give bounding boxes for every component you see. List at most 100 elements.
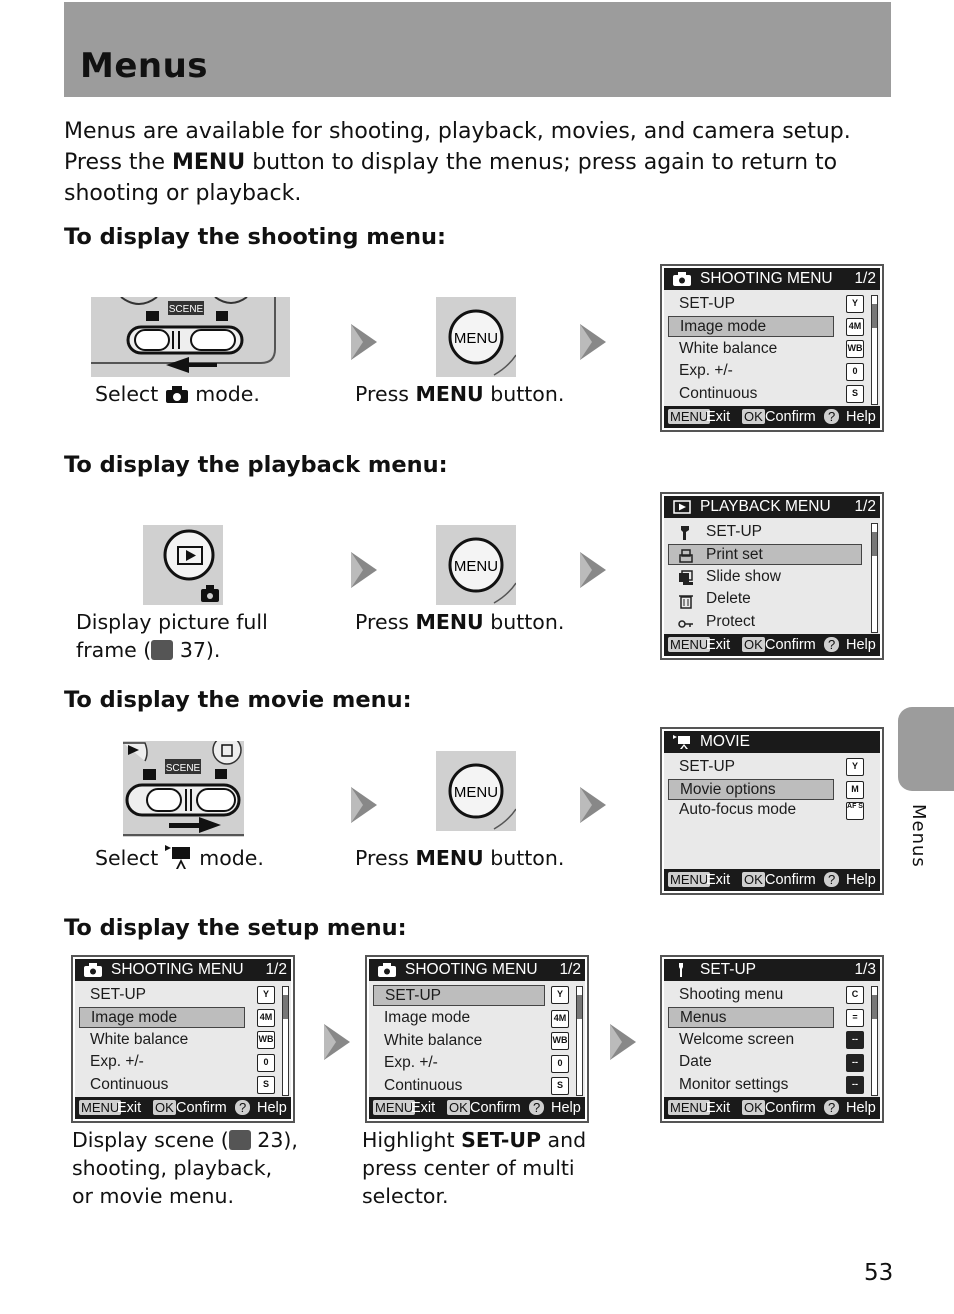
setup-heading: To display the setup menu: bbox=[64, 915, 407, 941]
shooting-caption-1: Select mode. bbox=[95, 382, 260, 406]
white-balance-icon: WB bbox=[551, 1032, 569, 1050]
arrow-right-icon bbox=[580, 787, 606, 823]
camera-icon bbox=[673, 272, 691, 286]
monitor-settings-icon: -- bbox=[846, 1076, 864, 1094]
exposure-icon: 0 bbox=[551, 1055, 569, 1073]
image-mode-icon: 4M bbox=[846, 318, 864, 336]
movie-switch-photo: SCENE bbox=[123, 735, 244, 837]
arrow-right-icon bbox=[324, 1024, 350, 1060]
continuous-icon: S bbox=[846, 385, 864, 403]
arrow-right-icon bbox=[580, 552, 606, 588]
setup-wrench-icon: Y bbox=[846, 295, 864, 313]
arrow-right-icon bbox=[610, 1024, 636, 1060]
playback-icon bbox=[673, 500, 691, 514]
svg-text:MENU: MENU bbox=[454, 784, 498, 801]
movie-options-icon: M bbox=[846, 781, 864, 799]
scrollbar[interactable] bbox=[576, 986, 583, 1096]
arrow-right-icon bbox=[351, 324, 377, 360]
movie-heading: To display the movie menu: bbox=[64, 687, 412, 713]
slide-show-icon bbox=[679, 570, 693, 585]
image-mode-icon: 4M bbox=[257, 1009, 275, 1027]
delete-icon bbox=[679, 595, 693, 609]
setup-wrench-icon: Y bbox=[846, 758, 864, 776]
setup-wrench-icon bbox=[679, 963, 683, 977]
menu-button-photo: MENU bbox=[436, 751, 517, 831]
page-number: 53 bbox=[864, 1260, 894, 1286]
title-bar bbox=[64, 2, 891, 97]
setup-caption-1: Display scene ( 23),shooting, playback,o… bbox=[72, 1128, 298, 1208]
menu-button-photo: MENU bbox=[436, 297, 517, 377]
date-icon: -- bbox=[846, 1054, 864, 1072]
section-tab-label: Menus bbox=[908, 804, 929, 868]
continuous-icon: S bbox=[551, 1077, 569, 1095]
intro-paragraph: Menus are available for shooting, playba… bbox=[64, 116, 890, 209]
svg-text:MENU: MENU bbox=[454, 558, 498, 575]
mode-switch-drawing: SCENE bbox=[91, 296, 276, 373]
intro-text: Menus are available for shooting, playba… bbox=[64, 119, 851, 175]
playback-caption-2: Press MENU button. bbox=[355, 610, 565, 634]
menu-button-photo: MENU bbox=[436, 525, 517, 605]
arrow-right-icon bbox=[351, 552, 377, 588]
page-title: Menus bbox=[80, 46, 209, 86]
white-balance-icon: WB bbox=[846, 340, 864, 358]
svg-text:MENU: MENU bbox=[454, 330, 498, 347]
scrollbar[interactable] bbox=[871, 295, 878, 405]
screen-header: MOVIE bbox=[664, 731, 880, 753]
scrollbar[interactable] bbox=[871, 986, 878, 1096]
shooting-caption-2: Press MENU button. bbox=[355, 382, 565, 406]
intro-menu-word: MENU bbox=[172, 150, 246, 175]
image-mode-icon: 4M bbox=[551, 1010, 569, 1028]
scene-label: SCENE bbox=[166, 763, 201, 774]
welcome-screen-icon: -- bbox=[846, 1031, 864, 1049]
white-balance-icon: WB bbox=[257, 1031, 275, 1049]
protect-key-icon bbox=[678, 620, 693, 628]
reference-eye-icon bbox=[151, 640, 174, 660]
print-icon bbox=[679, 549, 693, 563]
intro-text-end: button to display the menus; press again… bbox=[64, 150, 838, 206]
scrollbar[interactable] bbox=[871, 523, 878, 633]
section-tab bbox=[898, 707, 954, 791]
movie-caption-1: Select mode. bbox=[95, 845, 264, 870]
shooting-menu-icon: C bbox=[846, 986, 864, 1004]
movie-caption-2: Press MENU button. bbox=[355, 846, 565, 870]
playback-button-photo bbox=[143, 525, 223, 605]
scrollbar[interactable] bbox=[282, 986, 289, 1096]
exposure-icon: 0 bbox=[257, 1054, 275, 1072]
exposure-icon: 0 bbox=[846, 363, 864, 381]
shooting-heading: To display the shooting menu: bbox=[64, 224, 447, 250]
autofocus-icon: AF S bbox=[846, 802, 864, 820]
movie-menu-screen: MOVIE SET-UP Movie options Auto-focus mo… bbox=[660, 727, 884, 895]
movie-camera-icon bbox=[673, 735, 690, 749]
camera-icon bbox=[84, 963, 102, 977]
menus-icon: = bbox=[846, 1009, 864, 1027]
setup-wrench-icon: Y bbox=[257, 986, 275, 1004]
setup-wrench-icon bbox=[681, 526, 689, 540]
camera-icon bbox=[378, 963, 396, 977]
camera-icon bbox=[165, 383, 189, 403]
movie-camera-icon bbox=[164, 845, 193, 869]
playback-heading: To display the playback menu: bbox=[64, 452, 448, 478]
mode-switch-photo: SCENE bbox=[91, 296, 290, 377]
setup-wrench-icon: Y bbox=[551, 986, 569, 1004]
reference-eye-icon bbox=[228, 1130, 251, 1150]
arrow-right-icon bbox=[351, 787, 377, 823]
arrow-right-icon bbox=[580, 324, 606, 360]
continuous-icon: S bbox=[257, 1076, 275, 1094]
scene-label: SCENE bbox=[169, 304, 204, 315]
